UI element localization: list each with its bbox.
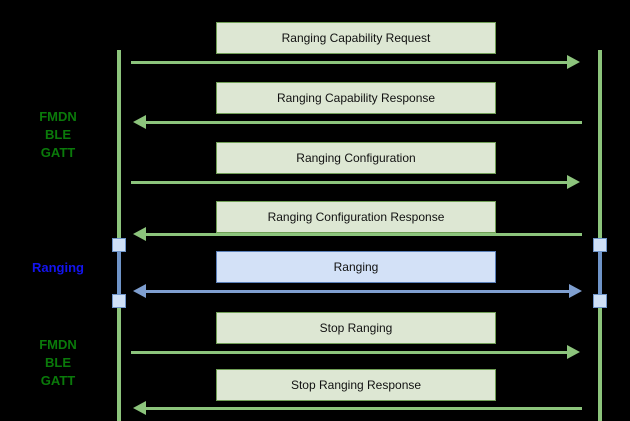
phase-label-fmdn-bottom: FMDN BLE GATT <box>39 337 77 388</box>
activation-node-right-top <box>593 238 607 252</box>
message-arrow-stop-ranging-response <box>133 401 582 415</box>
message-arrow-ranging-bidirectional <box>133 284 582 298</box>
message-label: Stop Ranging Response <box>290 378 422 392</box>
activation-bar-right <box>598 243 602 305</box>
message-label: Ranging Configuration <box>296 151 416 165</box>
message-label: Ranging Capability Request <box>281 31 431 45</box>
phase-label-ranging: Ranging <box>32 260 84 275</box>
arrow-shaft <box>146 290 569 293</box>
arrowhead-right-icon <box>567 175 580 189</box>
message-box-stop-ranging[interactable]: Stop Ranging <box>216 312 496 344</box>
activation-bar-left <box>117 243 121 305</box>
arrow-shaft <box>131 61 567 64</box>
activation-node-right-bottom <box>593 294 607 308</box>
arrow-shaft <box>131 351 567 354</box>
message-arrow-ranging-capability-request <box>131 55 580 69</box>
arrowhead-left-icon <box>133 115 146 129</box>
activation-node-left-bottom <box>112 294 126 308</box>
arrow-shaft <box>146 233 582 236</box>
message-arrow-ranging-capability-response <box>133 115 582 129</box>
message-label: Ranging Capability Response <box>276 91 436 105</box>
lifeline-right <box>598 50 602 421</box>
arrowhead-left-icon <box>133 227 146 241</box>
phase-label-fmdn-top: FMDN BLE GATT <box>39 109 77 160</box>
message-box-stop-ranging-response[interactable]: Stop Ranging Response <box>216 369 496 401</box>
message-arrow-ranging-configuration-response <box>133 227 582 241</box>
message-box-ranging-capability-response[interactable]: Ranging Capability Response <box>216 82 496 114</box>
message-box-ranging-capability-request[interactable]: Ranging Capability Request <box>216 22 496 54</box>
arrowhead-right-icon <box>567 345 580 359</box>
message-arrow-ranging-configuration <box>131 175 580 189</box>
arrow-shaft <box>131 181 567 184</box>
arrowhead-right-icon <box>567 55 580 69</box>
message-box-ranging-configuration-response[interactable]: Ranging Configuration Response <box>216 201 496 233</box>
arrowhead-left-icon <box>133 401 146 415</box>
message-box-ranging[interactable]: Ranging <box>216 251 496 283</box>
message-label: Ranging Configuration Response <box>267 210 445 224</box>
message-box-ranging-configuration[interactable]: Ranging Configuration <box>216 142 496 174</box>
message-label: Stop Ranging <box>319 321 393 335</box>
message-label: Ranging <box>333 260 379 274</box>
arrowhead-right-icon <box>569 284 582 298</box>
activation-node-left-top <box>112 238 126 252</box>
message-arrow-stop-ranging <box>131 345 580 359</box>
arrowhead-left-icon <box>133 284 146 298</box>
lifeline-left <box>117 50 121 421</box>
arrow-shaft <box>146 407 582 410</box>
arrow-shaft <box>146 121 582 124</box>
